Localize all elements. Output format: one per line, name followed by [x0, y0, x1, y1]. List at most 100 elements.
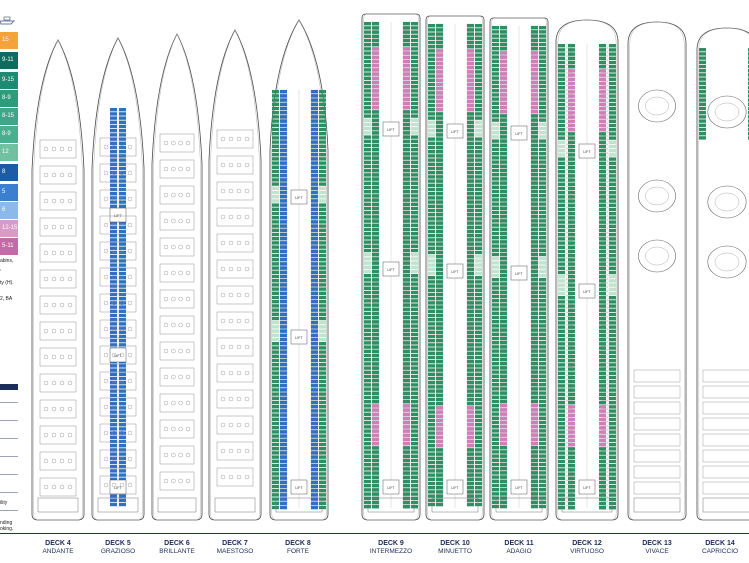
cabin [311, 350, 318, 354]
cabin [403, 450, 410, 454]
cabin [492, 311, 499, 315]
cabin [411, 181, 418, 185]
cabin [467, 192, 474, 196]
cabin [319, 165, 326, 169]
table [220, 266, 226, 272]
cabin [531, 324, 538, 328]
cabin [372, 370, 379, 374]
cabin [280, 224, 287, 228]
cabin [475, 145, 482, 150]
cabin [539, 341, 546, 345]
cabin [311, 421, 318, 426]
cabin [428, 397, 435, 402]
cabin [531, 458, 538, 462]
cabin [319, 190, 326, 195]
venue [99, 163, 137, 183]
deck-plan-4[interactable] [28, 0, 88, 528]
cabin [311, 199, 318, 203]
cabin [272, 312, 279, 316]
deck-plan-14[interactable] [693, 0, 749, 528]
cabin [467, 213, 474, 217]
cabin [531, 479, 538, 483]
cabin [500, 139, 507, 143]
cabin [364, 215, 371, 219]
cabin [539, 164, 546, 168]
cabin [411, 190, 418, 194]
cabin [403, 387, 410, 391]
cabin [539, 173, 546, 177]
cabin [539, 30, 546, 34]
cabin [568, 451, 575, 455]
cabin [599, 98, 606, 102]
cabin [475, 494, 482, 498]
cabin [467, 91, 474, 95]
cabin [609, 94, 616, 98]
cabin [500, 454, 507, 458]
deck-plan-13[interactable] [624, 0, 690, 528]
table [43, 484, 49, 490]
cabin [500, 357, 507, 362]
cabin [609, 186, 616, 191]
cabin [280, 497, 287, 501]
cabin [475, 481, 482, 486]
cabin [599, 392, 606, 396]
stair-core [510, 265, 528, 281]
cabin [492, 227, 499, 231]
cabin [531, 353, 538, 357]
cabin [364, 299, 371, 303]
venue [159, 445, 195, 465]
cabin [319, 316, 326, 321]
cabin [539, 437, 546, 441]
table [67, 146, 73, 152]
cabin [364, 72, 371, 76]
cabin [492, 68, 499, 72]
deck-plan-6[interactable] [148, 0, 206, 528]
cabin [500, 181, 507, 185]
cabin [467, 103, 474, 108]
cabin [539, 189, 546, 194]
table [228, 292, 234, 298]
cabin [475, 364, 482, 368]
cabin [558, 409, 565, 413]
deck-plan-7[interactable] [205, 0, 265, 528]
cabin [492, 416, 499, 420]
venue [633, 481, 681, 495]
pool [714, 192, 740, 212]
cabin [280, 253, 287, 258]
cabin [272, 207, 279, 211]
cabin [110, 133, 117, 137]
cabin [119, 456, 126, 460]
cabin [280, 354, 287, 358]
cabin [558, 136, 565, 140]
cabin [568, 186, 575, 191]
deck-number: DECK 8 [285, 540, 311, 547]
cabin [372, 215, 379, 219]
cabin [492, 462, 499, 467]
cabin [411, 89, 418, 93]
table [127, 404, 133, 410]
cabin [500, 383, 507, 387]
cabin [539, 63, 546, 68]
cabin [568, 111, 575, 115]
table [51, 380, 57, 386]
cabin [436, 431, 443, 435]
cabin [319, 463, 326, 468]
cabin [699, 77, 706, 81]
